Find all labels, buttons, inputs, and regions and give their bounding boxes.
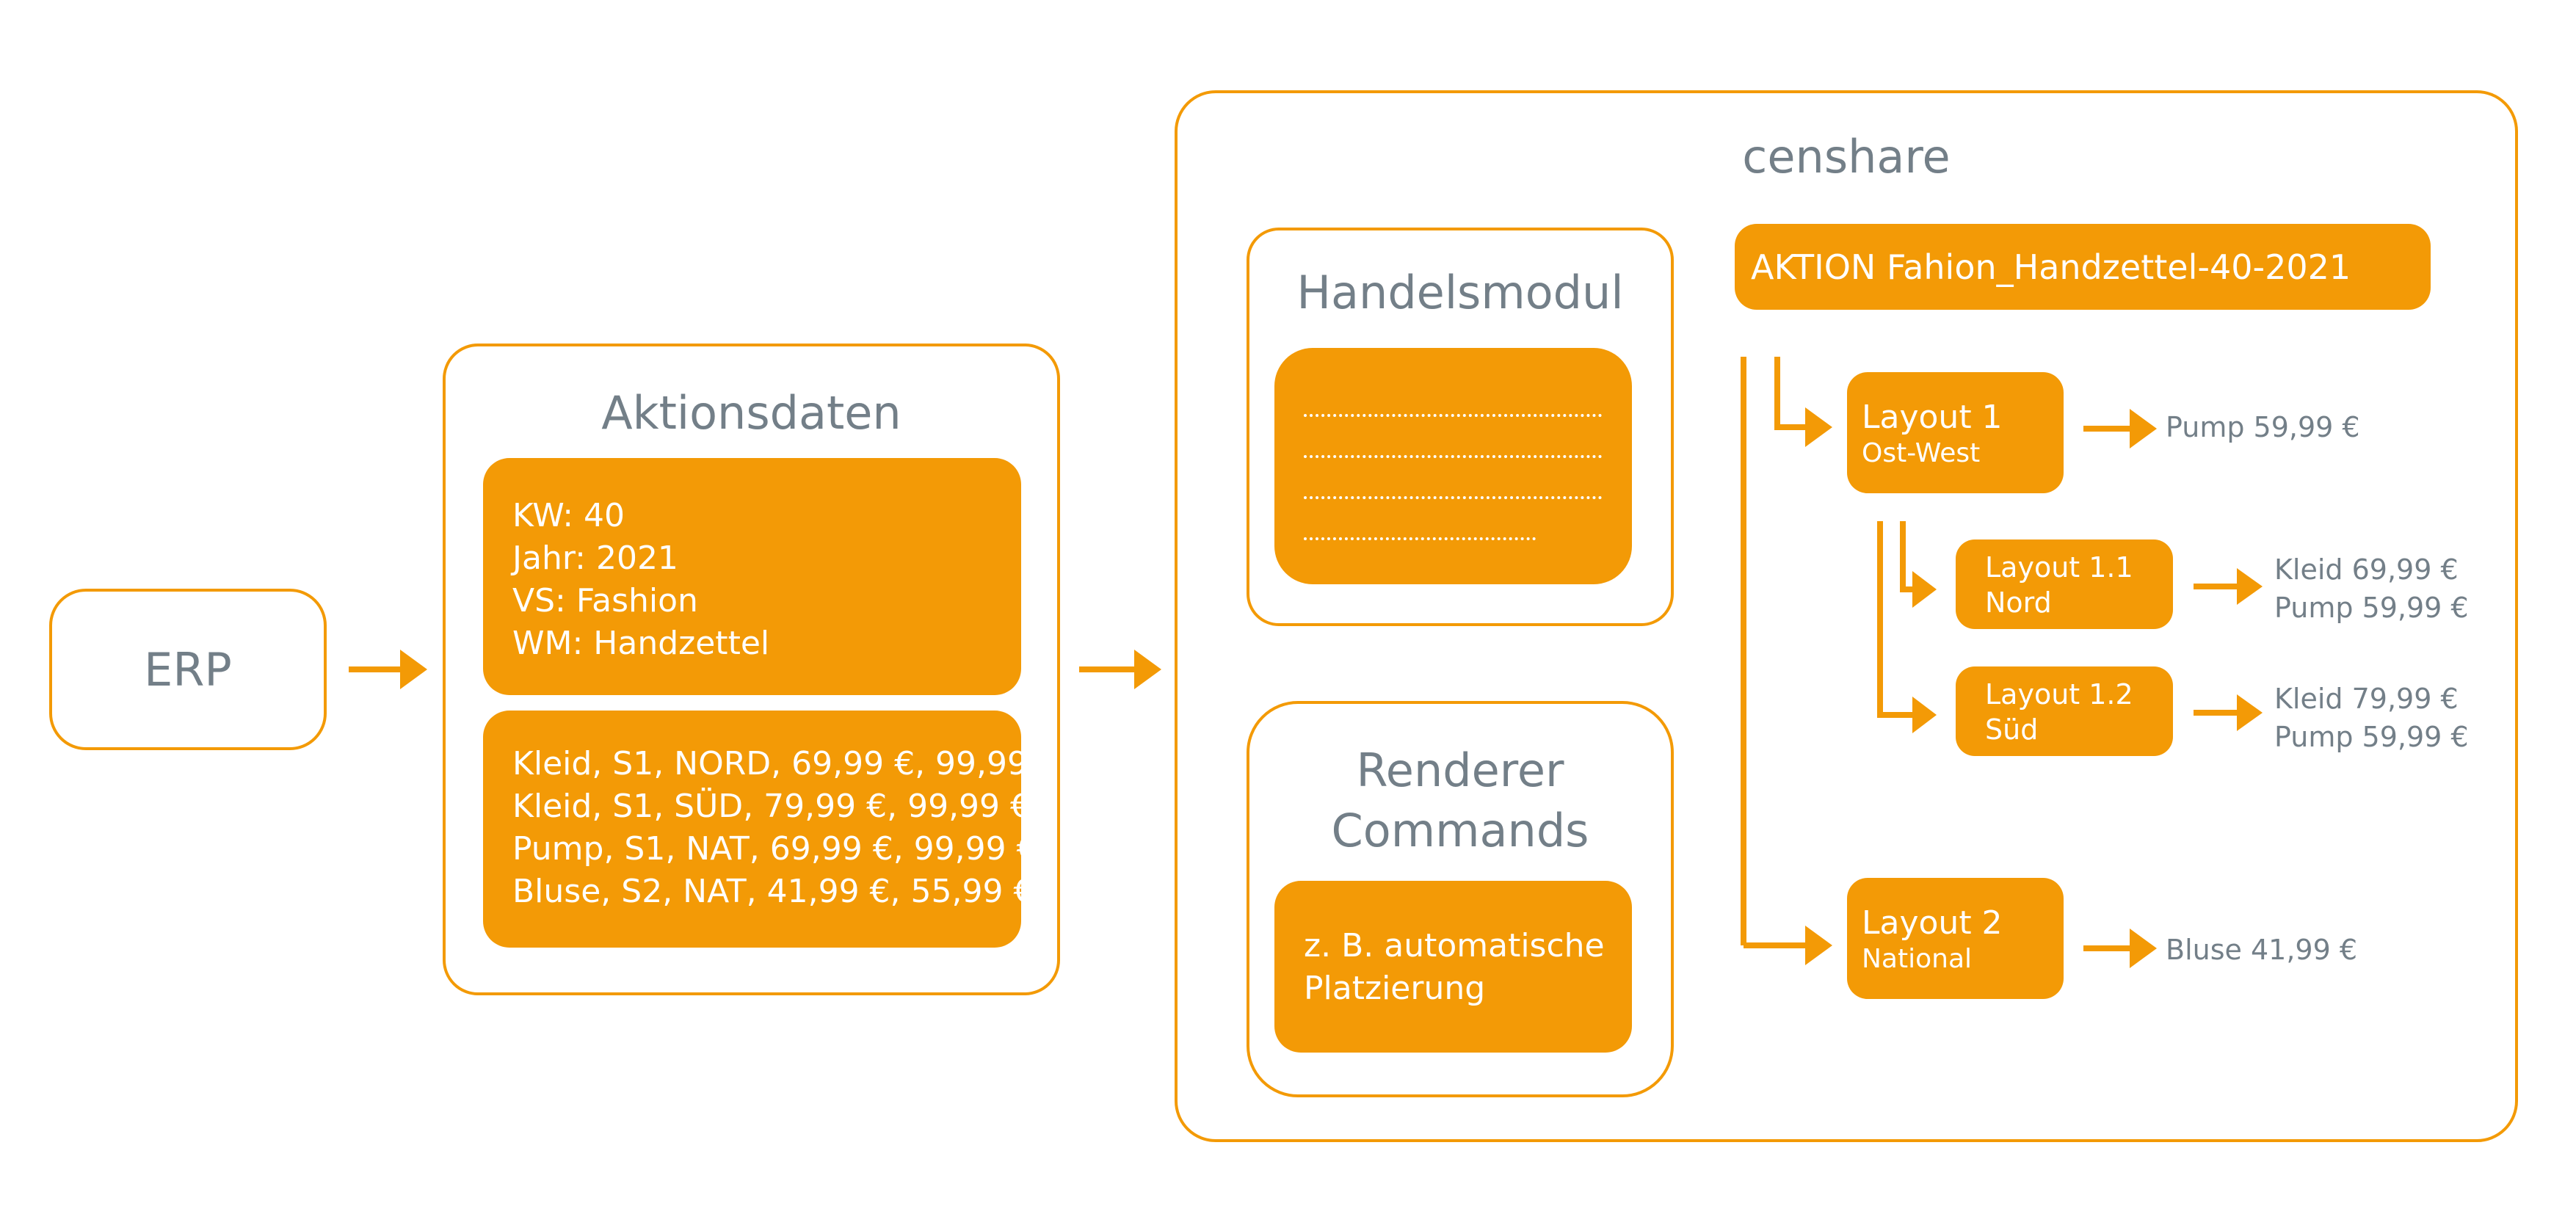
renderer-text-line: z. B. automatische — [1304, 927, 1605, 964]
layout-1-1-box: Layout 1.1 Nord — [1956, 539, 2173, 629]
item-line: Bluse, S2, NAT, 41,99 €, 55,99 € — [512, 873, 1034, 910]
renderer-title: Renderer Commands — [1249, 741, 1671, 861]
layout-name: Layout 1.1 — [1985, 551, 2133, 584]
layout-region: Ost-West — [1862, 438, 1981, 468]
layout-region: National — [1862, 944, 1973, 974]
placeholder-line — [1304, 537, 1536, 540]
aktionsdaten-meta-box: KW: 40 Jahr: 2021 VS: Fashion WM: Handze… — [483, 458, 1021, 695]
renderer-title-line: Commands — [1331, 804, 1589, 857]
arrowhead — [1805, 926, 1832, 965]
aktion-bar: AKTION Fahion_Handzettel-40-2021 — [1735, 224, 2431, 310]
meta-line: KW: 40 — [512, 497, 625, 534]
product-line: Pump 59,99 € — [2166, 411, 2360, 443]
placeholder-line — [1304, 414, 1602, 417]
product-line: Bluse 41,99 € — [2166, 934, 2358, 966]
layout-region: Süd — [1985, 713, 2039, 746]
meta-line: Jahr: 2021 — [512, 539, 678, 577]
layout-1-products: Pump 59,99 € — [2166, 408, 2360, 446]
layout-1-2-products: Kleid 79,99 € Pump 59,99 € — [2274, 680, 2469, 756]
layout-name: Layout 2 — [1862, 904, 2003, 942]
handelsmodul-title: Handelsmodul — [1296, 266, 1624, 319]
item-line: Kleid, S1, NORD, 69,99 €, 99,99 € — [512, 745, 1059, 782]
layout-1-2-box: Layout 1.2 Süd — [1956, 666, 2173, 756]
renderer-text-line: Platzierung — [1304, 970, 1486, 1007]
arrowhead — [1912, 571, 1937, 608]
layout-region: Nord — [1985, 586, 2052, 619]
erp-label: ERP — [144, 642, 232, 697]
product-line: Kleid 69,99 € — [2274, 553, 2459, 586]
item-line: Kleid, S1, SÜD, 79,99 €, 99,99 € — [512, 788, 1031, 825]
connector-layout-1-1 — [1900, 521, 1915, 592]
layout-2-box: Layout 2 National — [1847, 878, 2064, 999]
arrowhead — [2130, 409, 2157, 448]
product-line: Kleid 79,99 € — [2274, 683, 2459, 715]
placeholder-line — [1304, 496, 1602, 499]
aktionsdaten-title: Aktionsdaten — [601, 386, 901, 440]
meta-line: WM: Handzettel — [512, 625, 770, 662]
arrowhead — [2237, 694, 2263, 731]
connector-layout-1 — [1774, 357, 1807, 430]
arrowhead — [1134, 650, 1161, 689]
arrowhead — [1912, 697, 1937, 733]
placeholder-line — [1304, 455, 1602, 458]
renderer-text-box: z. B. automatische Platzierung — [1274, 881, 1632, 1053]
layout-2-products: Bluse 41,99 € — [2166, 931, 2357, 969]
arrowhead — [400, 650, 427, 689]
arrowhead — [2130, 929, 2157, 968]
aktion-label: AKTION Fahion_Handzettel-40-2021 — [1751, 247, 2351, 287]
handelsmodul-placeholder-box — [1274, 348, 1632, 584]
layout-1-box: Layout 1 Ost-West — [1847, 372, 2064, 493]
meta-line: VS: Fashion — [512, 582, 698, 620]
erp-box: ERP — [49, 589, 327, 750]
connector-layout-1-2 — [1877, 521, 1915, 718]
renderer-title-line: Renderer — [1356, 744, 1564, 797]
layout-1-1-products: Kleid 69,99 € Pump 59,99 € — [2274, 551, 2469, 627]
layout-name: Layout 1 — [1862, 399, 2003, 436]
item-line: Pump, S1, NAT, 69,99 €, 99,99 € — [512, 830, 1037, 868]
product-line: Pump 59,99 € — [2274, 721, 2469, 753]
censhare-title: censhare — [1742, 130, 1951, 184]
layout-name: Layout 1.2 — [1985, 678, 2133, 711]
arrowhead — [2237, 568, 2263, 605]
arrowhead — [1805, 407, 1832, 447]
product-line: Pump 59,99 € — [2274, 592, 2469, 624]
aktionsdaten-items-box: Kleid, S1, NORD, 69,99 €, 99,99 € Kleid,… — [483, 711, 1059, 948]
